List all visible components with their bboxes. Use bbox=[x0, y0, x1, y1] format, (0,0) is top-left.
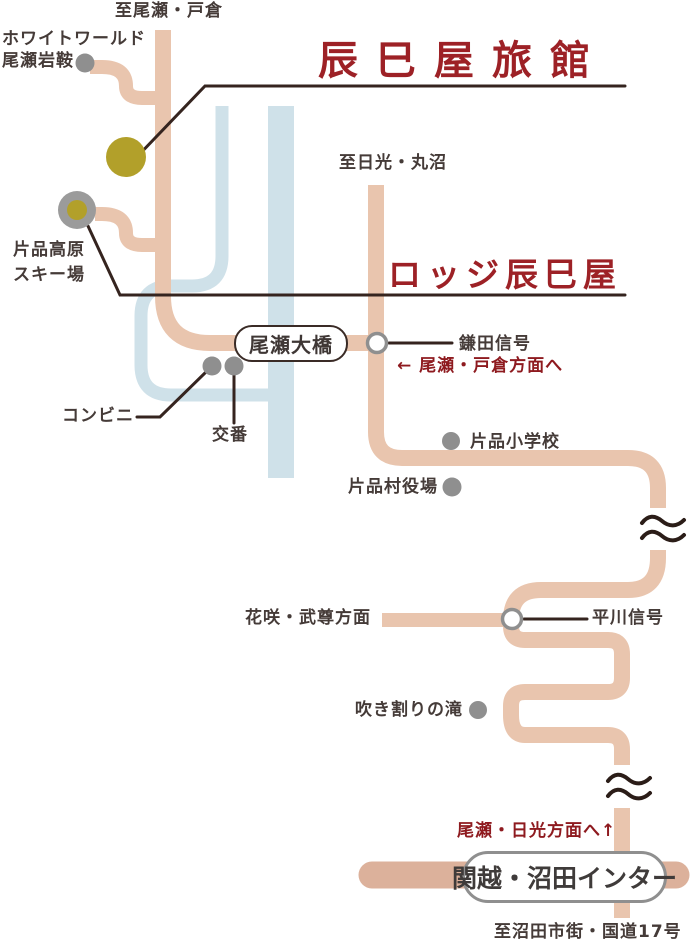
label-koban: 交番 bbox=[212, 425, 248, 445]
dir-label-numata-route17: 至沼田市街・国道17号 bbox=[494, 922, 682, 942]
ryokan-location-dot bbox=[106, 137, 146, 177]
label-fukiwari-falls: 吹き割りの滝 bbox=[355, 700, 463, 720]
oze-bridge-badge: 尾瀬大橋 bbox=[234, 325, 348, 362]
dir-label-nikko-marunuma: 至日光・丸沼 bbox=[339, 153, 447, 173]
dir-label-oze-tokura-top: 至尾瀬・戸倉 bbox=[115, 1, 223, 21]
numata-interchange-badge: 関越・沼田インター bbox=[452, 851, 677, 903]
label-katashina-village-office: 片品村役場 bbox=[348, 477, 438, 497]
label-white-world-1: ホワイトワールド bbox=[2, 29, 146, 49]
connector-lines bbox=[86, 84, 627, 621]
road-nikko-numata bbox=[368, 185, 666, 918]
road-oze-tokura bbox=[155, 30, 370, 351]
dir-label-hanasaku-hotaka: 花咲・武尊方面 bbox=[245, 608, 371, 628]
road-break-box-2 bbox=[602, 765, 655, 808]
conbini-connector bbox=[135, 369, 209, 419]
ryokan-title: 辰巳屋旅館 bbox=[318, 37, 608, 84]
conbini-dot bbox=[202, 356, 222, 376]
label-kamata-signal: 鎌田信号 bbox=[459, 334, 531, 354]
label-ski-area-1: 片品高原 bbox=[13, 240, 85, 260]
label-white-world-2: 尾瀬岩鞍 bbox=[2, 51, 74, 71]
dir-label-to-oze-tokura: ← 尾瀬・戸倉方面へ bbox=[397, 356, 564, 376]
label-katashina-elementary: 片品小学校 bbox=[470, 432, 560, 452]
wave-icon bbox=[640, 514, 686, 543]
markers bbox=[58, 53, 524, 719]
road-break-box-1 bbox=[635, 508, 690, 550]
road-stub-ski-area bbox=[95, 207, 162, 252]
dir-label-to-oze-nikko: 尾瀬・日光方面へ↑ bbox=[457, 821, 617, 841]
numata-interchange-badge-label: 関越・沼田インター bbox=[452, 864, 678, 893]
wave-icon bbox=[606, 772, 652, 801]
falls-dot bbox=[469, 701, 487, 719]
road-stub-white-world bbox=[90, 60, 162, 105]
lodge-title: ロッジ辰巳屋 bbox=[388, 255, 622, 294]
label-conbini: コンビニ bbox=[62, 406, 134, 426]
label-hirakawa-signal: 平川信号 bbox=[592, 608, 664, 628]
road-break-symbols bbox=[602, 508, 690, 808]
lodge-title-rule bbox=[86, 224, 627, 297]
ryokan-title-rule bbox=[131, 84, 627, 163]
elementary-dot bbox=[442, 432, 460, 450]
lodge-location-dot bbox=[67, 200, 87, 220]
village-office-dot bbox=[442, 477, 462, 497]
kamata-signal-circle bbox=[365, 331, 389, 355]
label-ski-area-2: スキー場 bbox=[13, 265, 85, 285]
white-world-dot bbox=[75, 53, 95, 73]
koban-dot bbox=[224, 356, 244, 376]
oze-bridge-badge-label: 尾瀬大橋 bbox=[249, 333, 333, 357]
hirakawa-signal-circle bbox=[500, 607, 524, 631]
